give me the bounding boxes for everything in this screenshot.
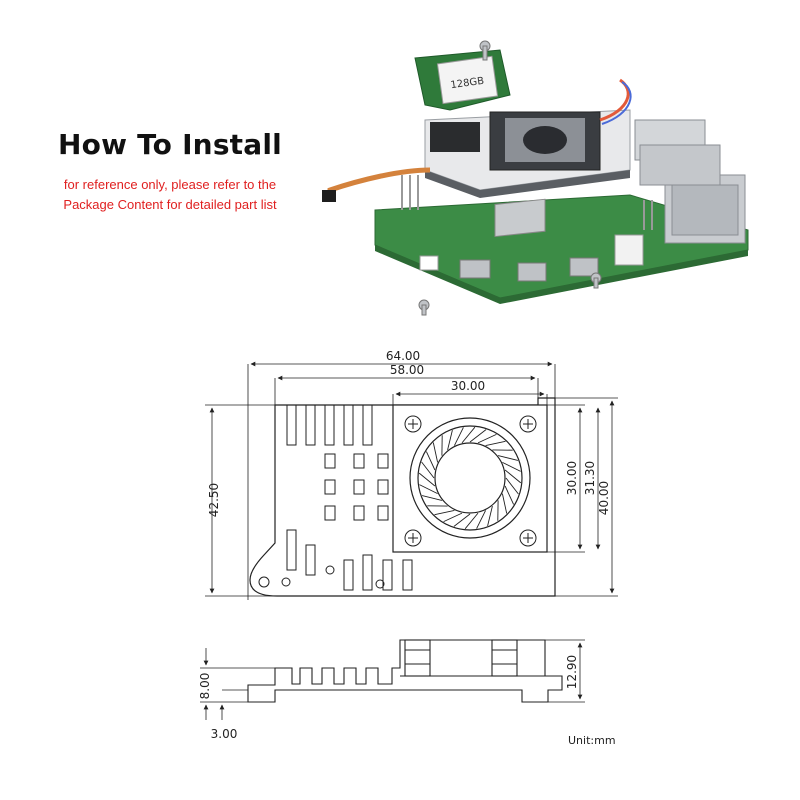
reference-note-line-1: for reference only, please refer to the <box>63 177 277 192</box>
fan-blade <box>421 495 443 501</box>
fan-blade <box>469 429 487 443</box>
fan-blade <box>504 469 522 484</box>
technical-drawing: 64.00 58.00 30.00 42.50 30.00 31.30 40.0… <box>198 349 618 747</box>
fan-blades <box>418 426 522 530</box>
dim-width-body: 58.00 <box>390 363 424 377</box>
dim-height-total: 12.90 <box>565 655 579 689</box>
fan-blade <box>432 442 439 463</box>
dim-fan-height: 30.00 <box>565 461 579 495</box>
fan-blade <box>502 461 521 472</box>
title-block: How To Install for reference only, pleas… <box>40 128 300 215</box>
dim-height-right: 40.00 <box>597 481 611 515</box>
fan-blade <box>447 429 453 451</box>
fan-blade <box>476 510 487 529</box>
fan-blade <box>505 477 519 495</box>
unit-label: Unit:mm <box>568 734 616 747</box>
fan-blade <box>477 433 497 444</box>
dim-width-overall: 64.00 <box>386 349 420 363</box>
fan-blade <box>421 461 435 479</box>
fan-blade <box>443 512 463 523</box>
fan-blade <box>419 484 438 495</box>
ssd-label: 128GB <box>450 76 485 92</box>
fan-blade <box>453 427 464 446</box>
fan-blade <box>453 513 471 527</box>
ssd-module: 128GB <box>414 49 511 111</box>
fan-blade <box>487 505 493 527</box>
fan-blade <box>461 426 476 444</box>
top-view <box>249 397 556 597</box>
fan-blade <box>485 440 506 447</box>
fan-blade <box>418 472 436 487</box>
dim-fan-width: 30.00 <box>451 379 485 393</box>
screw-icon <box>418 40 602 316</box>
fan-blade <box>434 509 455 516</box>
ribbon-cable <box>327 167 431 198</box>
fan-blade <box>501 493 508 514</box>
page-title: How To Install <box>58 128 282 161</box>
reference-note-line-2: Package Content for detailed part list <box>63 197 277 212</box>
side-view <box>247 639 563 703</box>
fan-blade <box>497 455 519 461</box>
reference-note: for reference only, please refer to the … <box>40 175 300 215</box>
fan-blade <box>464 512 479 530</box>
dim-height-base: 8.00 <box>198 673 212 700</box>
dim-foot: 3.00 <box>211 727 238 741</box>
fan-blade <box>425 451 436 471</box>
dim-hole-spacing: 31.30 <box>583 461 597 495</box>
product-illustration: 128GB <box>322 40 749 316</box>
fan-blade <box>504 485 515 505</box>
dim-height-left: 42.50 <box>207 483 221 517</box>
